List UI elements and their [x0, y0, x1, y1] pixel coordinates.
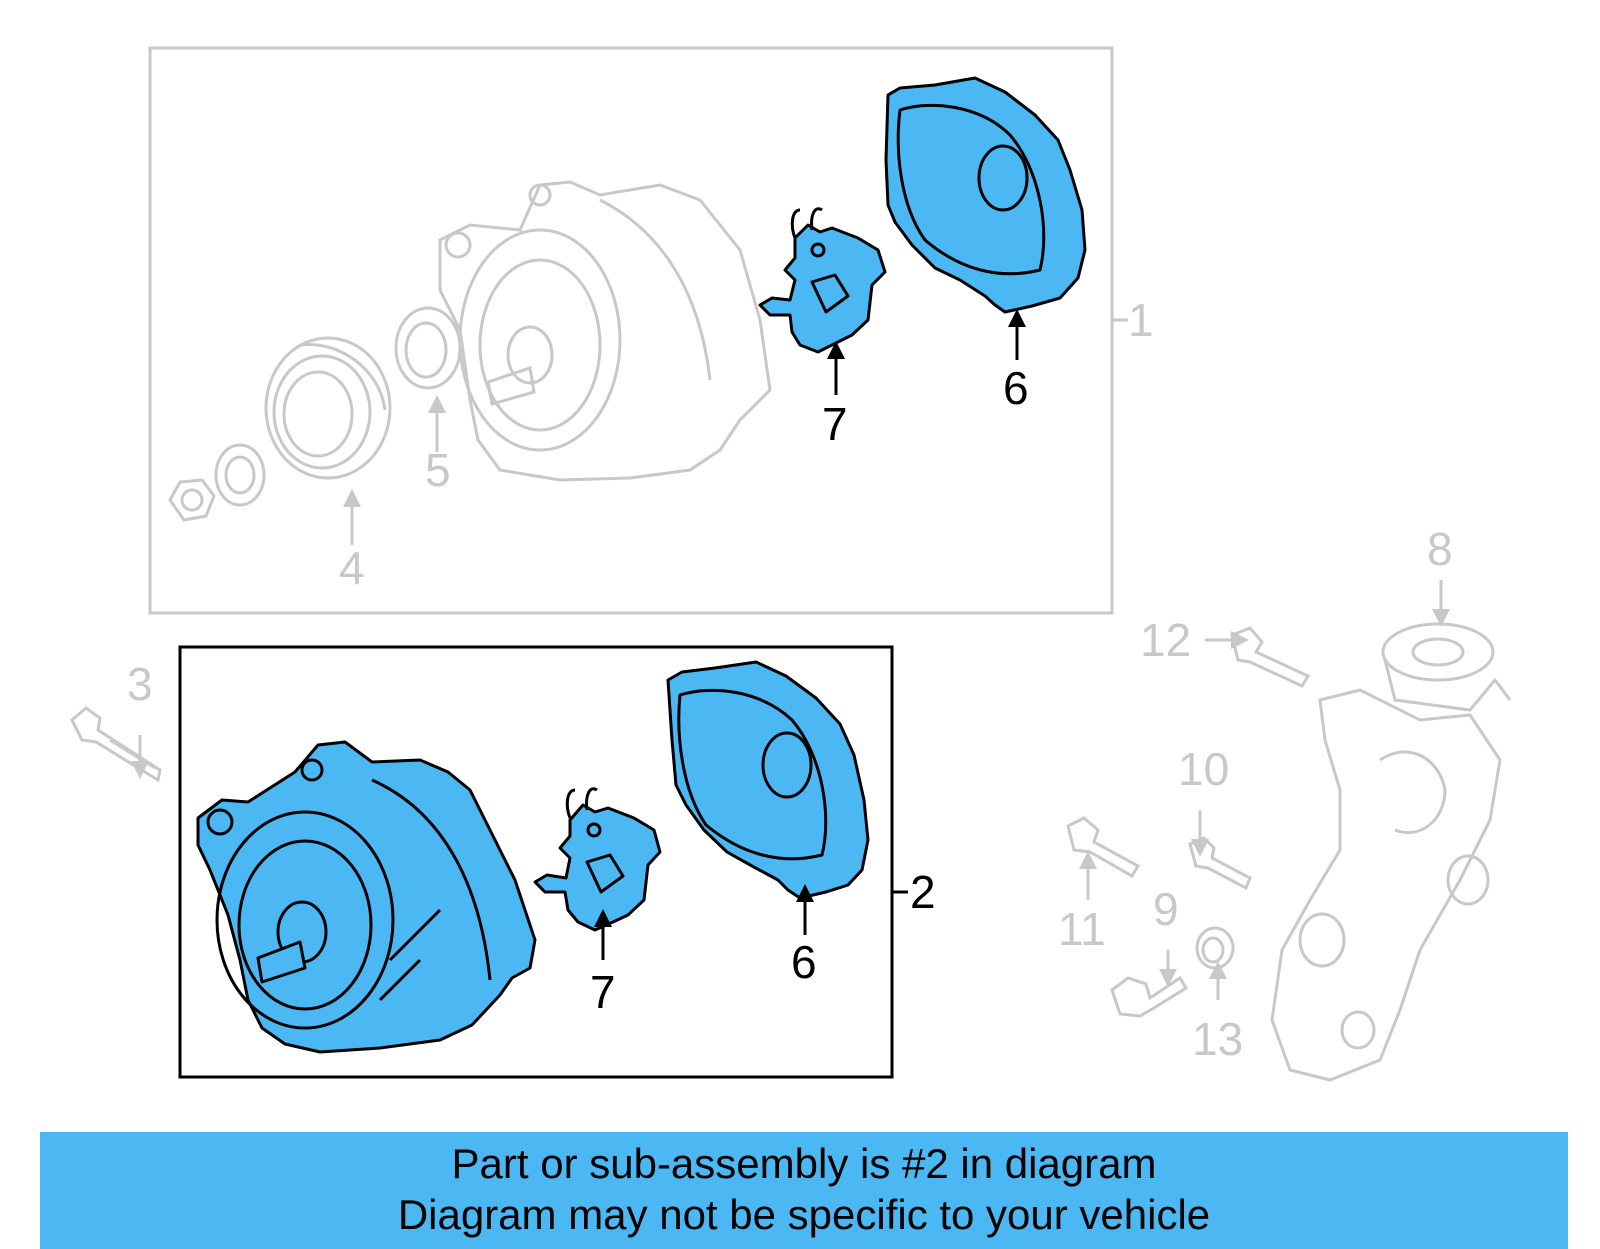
bolt-9: [1110, 975, 1189, 1018]
callout-5: 5: [425, 444, 451, 496]
callout-1: 1: [1128, 294, 1154, 346]
banner-line-1: Part or sub-assembly is #2 in diagram: [451, 1140, 1157, 1187]
rear-cover-bottom: [666, 660, 870, 900]
callout-6-bottom: 6: [791, 936, 817, 988]
callout-7-bottom: 7: [590, 966, 616, 1018]
callout-4: 4: [339, 542, 365, 594]
leader-lines-dark: [594, 309, 1026, 960]
callout-3: 3: [127, 658, 153, 710]
pulley-part: [264, 336, 392, 480]
callout-2: 2: [910, 866, 936, 918]
spacer-part: [394, 306, 462, 390]
regulator-top: [758, 207, 887, 354]
callout-7-top: 7: [822, 398, 848, 450]
callout-6-top: 6: [1003, 362, 1029, 414]
callout-10: 10: [1178, 743, 1229, 795]
bolt-3: [70, 706, 162, 783]
regulator-bottom: [533, 787, 662, 932]
alternator-bottom: [196, 740, 537, 1054]
rear-cover-top: [884, 76, 1087, 314]
bolt-11: [1066, 816, 1141, 879]
callout-9: 9: [1153, 883, 1179, 935]
callout-13: 13: [1192, 1013, 1243, 1065]
alternator-faded: [438, 180, 772, 482]
assembly-box-2: [178, 645, 894, 1079]
info-banner: Part or sub-assembly is #2 in diagram Di…: [40, 1132, 1568, 1249]
callout-8: 8: [1427, 523, 1453, 575]
callout-11: 11: [1058, 903, 1106, 955]
banner-line-2: Diagram may not be specific to your vehi…: [397, 1191, 1211, 1238]
bolt-12: [1230, 626, 1311, 688]
assembly-box-1: [148, 46, 1114, 615]
nut-part: [168, 443, 266, 522]
leader-lines-faded: [131, 395, 1450, 1000]
bracket-8: [1270, 622, 1512, 1082]
callout-12: 12: [1140, 614, 1191, 666]
washer-13: [1195, 926, 1235, 970]
